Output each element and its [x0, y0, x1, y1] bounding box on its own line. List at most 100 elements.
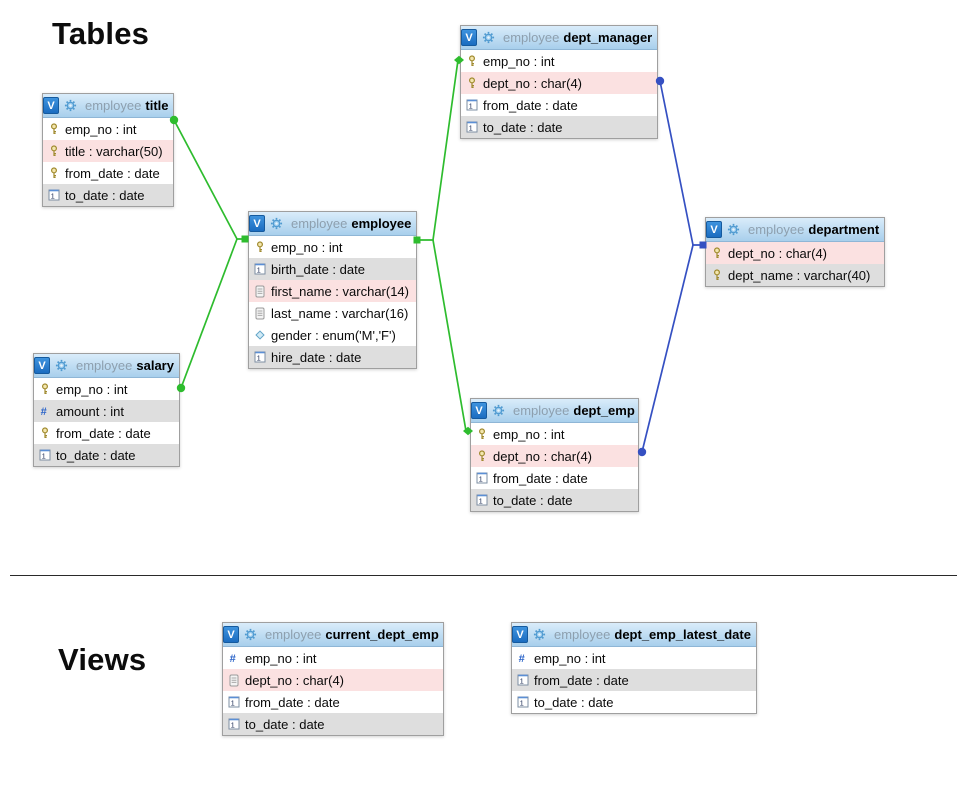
key-icon — [38, 426, 51, 440]
table-header[interactable]: V employee title — [43, 94, 173, 118]
table-card-title[interactable]: V employee title emp_no : int title : var… — [42, 93, 174, 207]
column-row-dept_emp-emp_no[interactable]: emp_no : int — [471, 423, 638, 445]
collapse-toggle-icon[interactable]: V — [223, 626, 239, 643]
collapse-toggle-icon[interactable]: V — [43, 97, 59, 114]
table-header[interactable]: V employee dept_emp_latest_date — [512, 623, 756, 647]
column-row-title-emp_no[interactable]: emp_no : int — [43, 118, 173, 140]
column-label: title : varchar(50) — [65, 143, 163, 159]
column-row-salary-emp_no[interactable]: emp_no : int — [34, 378, 179, 400]
view-card-dept_emp_latest_date[interactable]: V employee dept_emp_latest_date # emp_no … — [511, 622, 757, 714]
column-row-current_dept_emp-dept_no[interactable]: dept_no : char(4) — [223, 669, 443, 691]
table-options-gear-icon[interactable] — [482, 31, 495, 44]
svg-text:1: 1 — [50, 192, 54, 201]
key-icon — [465, 76, 478, 90]
table-options-gear-icon[interactable] — [270, 217, 283, 230]
column-row-employee-emp_no[interactable]: emp_no : int — [249, 236, 416, 258]
table-name: dept_manager — [563, 30, 653, 45]
table-header[interactable]: V employee department — [706, 218, 884, 242]
svg-text:1: 1 — [468, 124, 472, 133]
column-row-title-from_date[interactable]: from_date : date — [43, 162, 173, 184]
column-row-dept_emp_latest_date-to_date[interactable]: 1 to_date : date — [512, 691, 756, 713]
svg-text:#: # — [229, 653, 235, 664]
relation-salary-employee — [176, 238, 238, 393]
table-header[interactable]: V employee employee — [249, 212, 416, 236]
table-options-gear-icon[interactable] — [244, 628, 257, 641]
column-row-current_dept_emp-emp_no[interactable]: #emp_no : int — [223, 647, 443, 669]
table-header[interactable]: V employee dept_manager — [461, 26, 657, 50]
collapse-toggle-icon[interactable]: V — [34, 357, 50, 374]
calendar-icon: 1 — [227, 696, 240, 708]
relation-dept_manager-department — [655, 76, 707, 249]
schema-name: employee — [554, 627, 611, 642]
column-row-title-title[interactable]: title : varchar(50) — [43, 140, 173, 162]
number-icon: # — [227, 652, 240, 664]
table-options-gear-icon[interactable] — [533, 628, 546, 641]
column-row-salary-from_date[interactable]: from_date : date — [34, 422, 179, 444]
table-name: salary — [136, 358, 174, 373]
column-label: dept_no : char(4) — [245, 672, 345, 688]
view-card-current_dept_emp[interactable]: V employee current_dept_emp #emp_no : in… — [222, 622, 444, 736]
table-header[interactable]: V employee salary — [34, 354, 179, 378]
column-row-employee-gender[interactable]: gender : enum('M','F') — [249, 324, 416, 346]
calendar-icon: 1 — [516, 696, 529, 708]
views-section-heading: Views — [58, 642, 147, 677]
column-row-salary-amount[interactable]: #amount : int — [34, 400, 179, 422]
column-row-department-dept_no[interactable]: dept_no : char(4) — [706, 242, 884, 264]
relation-dept_emp-department — [637, 244, 694, 457]
column-row-dept_emp-dept_no[interactable]: dept_no : char(4) — [471, 445, 638, 467]
svg-text:1: 1 — [230, 699, 234, 708]
table-options-gear-icon[interactable] — [55, 359, 68, 372]
collapse-toggle-icon[interactable]: V — [706, 221, 722, 238]
calendar-icon: 1 — [38, 449, 51, 461]
svg-text:#: # — [518, 653, 524, 664]
svg-text:1: 1 — [478, 475, 482, 484]
svg-text:#: # — [40, 406, 46, 417]
table-options-gear-icon[interactable] — [64, 99, 77, 112]
column-label: emp_no : int — [483, 53, 555, 69]
column-label: to_date : date — [534, 694, 614, 710]
svg-text:1: 1 — [41, 452, 45, 461]
number-icon: # — [38, 405, 51, 417]
column-row-employee-last_name[interactable]: last_name : varchar(16) — [249, 302, 416, 324]
column-row-dept_manager-dept_no[interactable]: dept_no : char(4) — [461, 72, 657, 94]
schema-name: employee — [291, 216, 348, 231]
table-card-dept_manager[interactable]: V employee dept_manager emp_no : int dept… — [460, 25, 658, 139]
collapse-toggle-icon[interactable]: V — [249, 215, 265, 232]
table-header[interactable]: V employee dept_emp — [471, 399, 638, 423]
column-row-dept_emp_latest_date-emp_no[interactable]: # emp_no : int — [512, 647, 756, 669]
table-header[interactable]: V employee current_dept_emp — [223, 623, 443, 647]
number-icon: # — [516, 652, 529, 664]
table-name: title — [145, 98, 169, 113]
collapse-toggle-icon[interactable]: V — [461, 29, 477, 46]
column-label: birth_date : date — [271, 261, 365, 277]
table-options-gear-icon[interactable] — [492, 404, 505, 417]
column-row-dept_manager-emp_no[interactable]: emp_no : int — [461, 50, 657, 72]
column-row-employee-first_name[interactable]: first_name : varchar(14) — [249, 280, 416, 302]
table-options-gear-icon[interactable] — [727, 223, 740, 236]
svg-text:1: 1 — [519, 699, 523, 708]
table-card-department[interactable]: V employee department dept_no : char(4)d… — [705, 217, 885, 287]
schema-name: employee — [85, 98, 142, 113]
key-icon — [47, 166, 60, 180]
table-card-salary[interactable]: V employee salary emp_no : int#amount : … — [33, 353, 180, 467]
collapse-toggle-icon[interactable]: V — [471, 402, 487, 419]
svg-text:1: 1 — [256, 354, 260, 363]
column-label: emp_no : int — [534, 650, 606, 666]
column-row-department-dept_name[interactable]: dept_name : varchar(40) — [706, 264, 884, 286]
collapse-toggle-icon[interactable]: V — [512, 626, 528, 643]
table-name: employee — [351, 216, 412, 231]
